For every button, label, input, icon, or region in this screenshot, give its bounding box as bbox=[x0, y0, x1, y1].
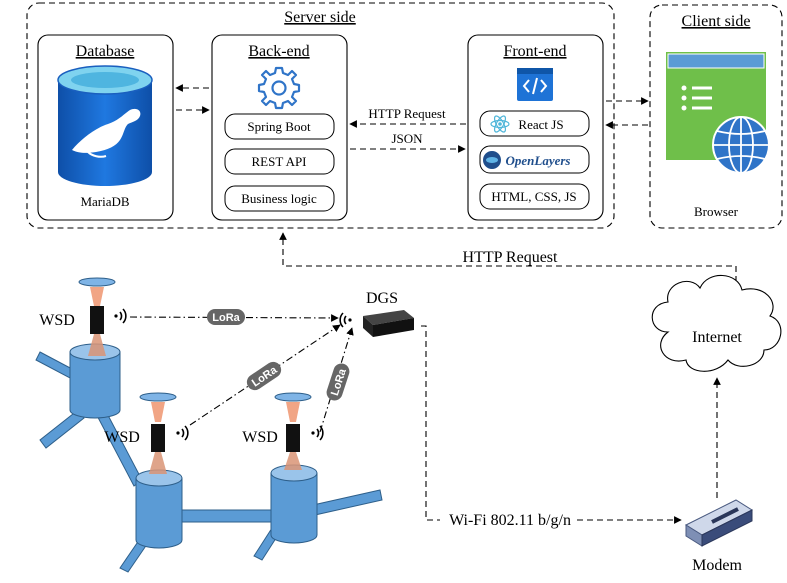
gear-icon bbox=[257, 66, 301, 110]
html-css-js-pill bbox=[479, 183, 590, 210]
react-label: React JS bbox=[518, 117, 563, 132]
server-side-container bbox=[26, 2, 615, 229]
lora-badge-3: LoRa bbox=[326, 363, 350, 401]
wifi-label: Wi-Fi 802.11 b/g/n bbox=[449, 512, 571, 529]
client-side-title: Client side bbox=[682, 13, 751, 30]
modem-label: Modem bbox=[692, 557, 742, 574]
client-side-container bbox=[649, 4, 783, 229]
svg-text:LoRa: LoRa bbox=[212, 312, 240, 324]
internet-cloud bbox=[651, 274, 782, 372]
frontend-panel: Front-end React JS OpenLayers HTML, CSS,… bbox=[467, 34, 604, 221]
mariadb-label: MariaDB bbox=[80, 194, 129, 209]
wsd-1-signal-icon bbox=[114, 308, 127, 324]
globe-icon bbox=[712, 116, 770, 174]
http-request-label: HTTP Request bbox=[368, 106, 446, 121]
browser-label: Browser bbox=[694, 204, 739, 219]
spring-boot-pill bbox=[224, 113, 335, 140]
react-icon bbox=[490, 115, 510, 133]
code-icon bbox=[517, 68, 553, 101]
lora-badge-2: LoRa bbox=[246, 361, 282, 391]
wsd-sensor-1 bbox=[78, 277, 127, 356]
wsd-label-3: WSD bbox=[242, 429, 278, 446]
internet-label: Internet bbox=[692, 329, 742, 346]
openlayers-label: OpenLayers bbox=[506, 153, 571, 168]
spring-boot-label: Spring Boot bbox=[247, 119, 311, 134]
rest-api-label: REST API bbox=[251, 154, 306, 169]
seal-icon bbox=[72, 108, 141, 153]
business-logic-label: Business logic bbox=[241, 191, 317, 206]
http-request-main-label: HTTP Request bbox=[463, 249, 559, 266]
browser-icon bbox=[666, 52, 770, 174]
wsd-3-signal-icon bbox=[311, 425, 324, 441]
html-css-js-label: HTML, CSS, JS bbox=[491, 189, 576, 204]
wsd-sensor-3 bbox=[274, 392, 324, 470]
openlayers-pill bbox=[479, 145, 590, 174]
backend-panel: Back-end Spring Boot REST API Business l… bbox=[211, 34, 348, 221]
openlayers-logo-icon bbox=[483, 151, 501, 169]
json-label: JSON bbox=[391, 131, 423, 146]
wsd-sensor-2 bbox=[139, 392, 189, 474]
server-side-title: Server side bbox=[284, 9, 356, 26]
arrow-http-request-to-server bbox=[279, 232, 737, 282]
database-title: Database bbox=[76, 43, 135, 60]
dgs-label: DGS bbox=[366, 290, 398, 307]
database-panel: Database MariaDB bbox=[37, 34, 174, 221]
pipe-network bbox=[35, 343, 383, 573]
dgs-device-icon bbox=[363, 310, 414, 337]
modem-icon bbox=[684, 499, 754, 547]
mariadb-cylinder-icon bbox=[57, 65, 153, 186]
backend-title: Back-end bbox=[248, 43, 309, 60]
wsd-label-2: WSD bbox=[104, 429, 140, 446]
business-logic-pill bbox=[224, 185, 335, 212]
react-pill bbox=[479, 110, 590, 137]
frontend-title: Front-end bbox=[503, 43, 566, 60]
lora-badge-1: LoRa bbox=[207, 309, 245, 325]
wsd-label-1: WSD bbox=[39, 312, 75, 329]
rest-api-pill bbox=[224, 148, 335, 175]
dgs-signal-icon bbox=[339, 312, 352, 328]
wsd-2-signal-icon bbox=[176, 425, 189, 441]
arrow-dgs-to-modem bbox=[421, 325, 682, 524]
